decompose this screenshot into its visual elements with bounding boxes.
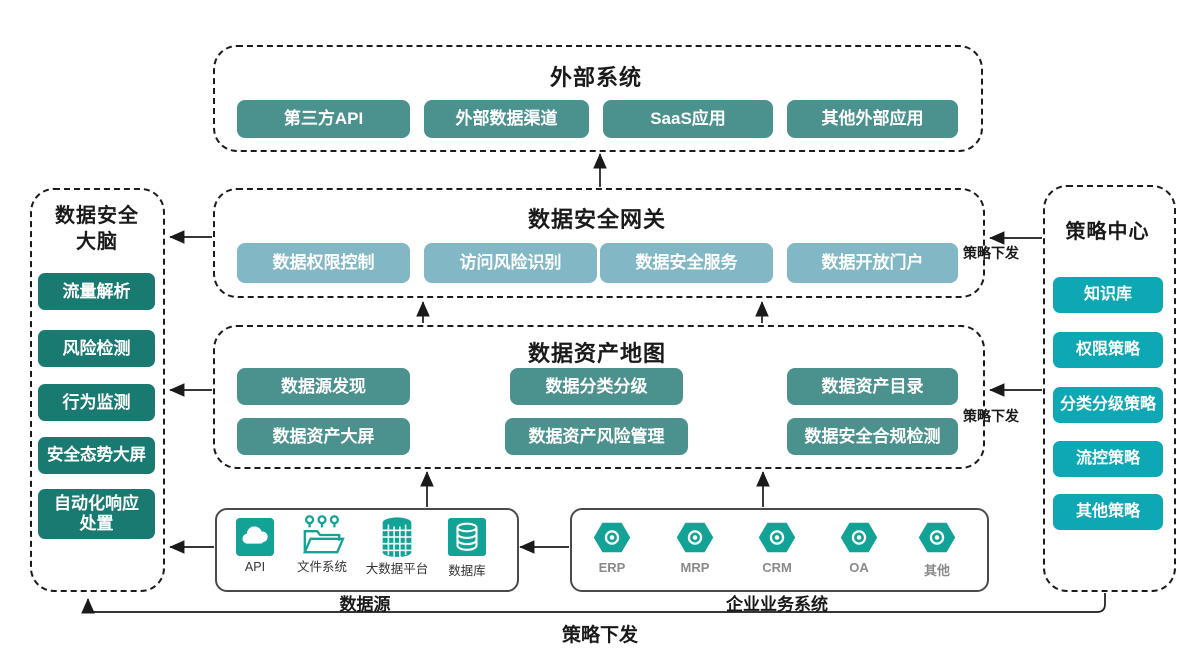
- hexagon-eye-icon: [918, 522, 956, 553]
- hexagon-eye-icon: [840, 522, 878, 553]
- data-source-item-label: API: [244, 560, 266, 574]
- chip-classification-policy: 分类分级策略: [1053, 387, 1163, 423]
- policy-center-title: 策略中心: [1065, 221, 1150, 243]
- chip-knowledge-base: 知识库: [1053, 277, 1163, 313]
- policy-center-container: [1043, 185, 1176, 592]
- policy-push-label-bottom: 策略下发: [561, 625, 638, 646]
- data-source-item-database: 数据库: [434, 518, 500, 579]
- gateway-container: [213, 188, 985, 298]
- chip-external-data-channel: 外部数据渠道: [424, 100, 589, 138]
- chip-third-party-api: 第三方API: [237, 100, 410, 138]
- brain-container: [30, 188, 165, 592]
- business-item-crm: CRM: [737, 521, 817, 575]
- chip-data-asset-risk-mgmt: 数据资产风险管理: [505, 418, 688, 455]
- hexagon-eye-icon: [676, 522, 714, 553]
- chip-saas-app: SaaS应用: [603, 100, 773, 138]
- chip-data-security-compliance: 数据安全合规检测: [787, 418, 958, 455]
- external-systems-container: [213, 45, 983, 152]
- external-systems-title: 外部系统: [549, 65, 642, 90]
- chip-data-classification: 数据分类分级: [510, 368, 683, 405]
- business-item-label: MRP: [680, 560, 710, 575]
- api-cloud-icon: [236, 518, 274, 556]
- chip-access-risk-identify: 访问风险识别: [424, 243, 597, 283]
- chip-other-policy: 其他策略: [1053, 494, 1163, 530]
- business-item-other: 其他: [897, 521, 977, 579]
- gateway-title: 数据安全网关: [527, 207, 666, 232]
- data-source-item-file-system: 文件系统: [289, 514, 355, 575]
- hexagon-eye-icon: [593, 522, 631, 553]
- business-item-oa: OA: [819, 521, 899, 575]
- data-source-item-label: 数据库: [448, 564, 486, 578]
- business-item-label: OA: [849, 560, 869, 575]
- brain-title: 数据安全大脑: [55, 205, 139, 253]
- business-item-label: 其他: [923, 563, 950, 578]
- chip-traffic-analysis: 流量解析: [38, 273, 155, 310]
- data-source-item-label: 文件系统: [296, 560, 347, 574]
- business-item-mrp: MRP: [655, 521, 735, 575]
- chip-flow-control-policy: 流控策略: [1053, 441, 1163, 477]
- chip-permission-policy: 权限策略: [1053, 332, 1163, 368]
- chip-risk-detection: 风险检测: [38, 330, 155, 367]
- chip-data-permission-control: 数据权限控制: [237, 243, 410, 283]
- chip-security-posture-dashboard: 安全态势大屏: [38, 437, 155, 474]
- bigdata-platform-icon: [382, 517, 412, 558]
- chip-behavior-monitoring: 行为监测: [38, 384, 155, 421]
- data-source-item-label: 大数据平台: [365, 562, 429, 576]
- business-group-label: 企业业务系统: [726, 595, 828, 614]
- database-icon: [448, 518, 486, 556]
- business-item-label: CRM: [762, 560, 792, 575]
- data-source-item-bigdata: 大数据平台: [364, 516, 430, 577]
- chip-data-security-service: 数据安全服务: [600, 243, 773, 283]
- chip-datasource-discovery: 数据源发现: [237, 368, 410, 405]
- data-source-group-label: 数据源: [339, 595, 391, 614]
- chip-data-asset-dashboard: 数据资产大屏: [237, 418, 410, 455]
- business-item-erp: ERP: [572, 521, 652, 575]
- file-system-icon: [303, 515, 345, 554]
- asset-map-title: 数据资产地图: [527, 341, 666, 366]
- chip-automated-response: 自动化响应处置: [38, 489, 155, 539]
- asset-map-container: [213, 325, 985, 469]
- chip-other-external-app: 其他外部应用: [787, 100, 958, 138]
- business-item-label: ERP: [598, 560, 626, 575]
- policy-push-label-gateway: 策略下发: [963, 245, 1019, 261]
- chip-data-asset-catalog: 数据资产目录: [787, 368, 958, 405]
- policy-push-label-assetmap: 策略下发: [963, 408, 1019, 424]
- hexagon-eye-icon: [758, 522, 796, 553]
- chip-data-open-portal: 数据开放门户: [787, 243, 958, 283]
- data-source-item-api: API: [222, 518, 288, 574]
